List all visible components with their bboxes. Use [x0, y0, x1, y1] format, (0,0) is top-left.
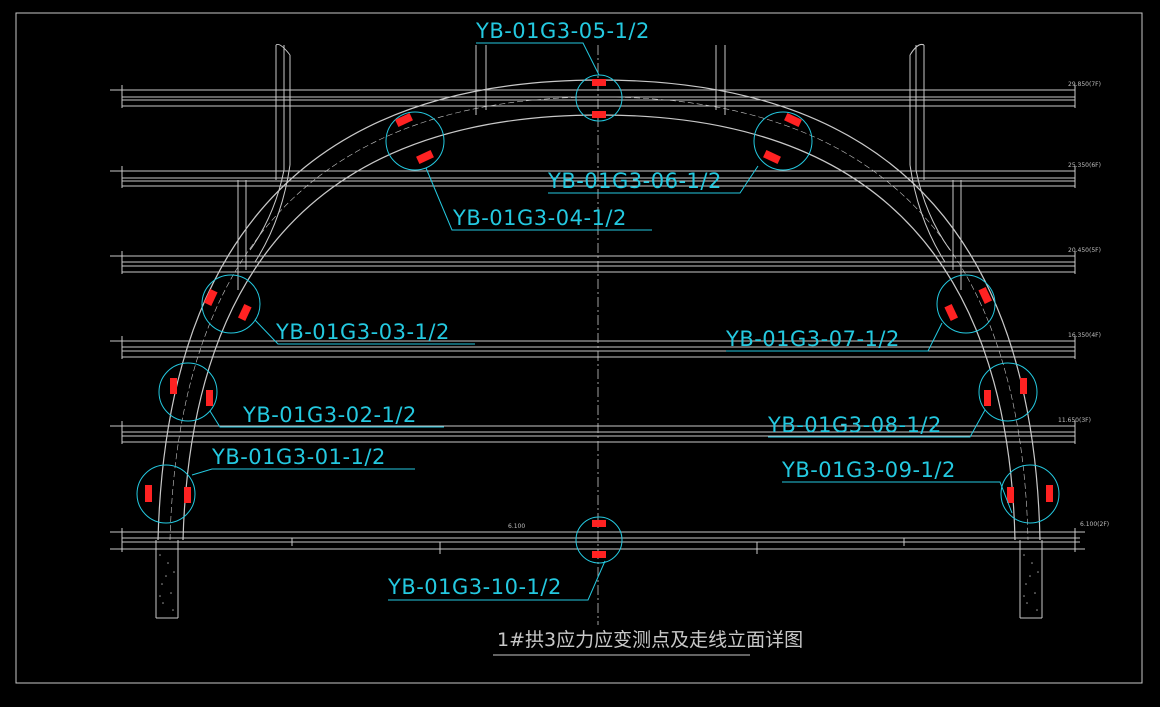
- strain-gauge-icon: [237, 303, 252, 321]
- strain-gauge-icon: [592, 520, 606, 527]
- callout-label-08: YB-01G3-08-1/2: [767, 413, 942, 437]
- measurement-points: [136, 74, 1060, 564]
- callout-label-06: YB-01G3-06-1/2: [547, 169, 722, 193]
- callout-label-09: YB-01G3-09-1/2: [781, 458, 956, 482]
- measurement-circle-icon[interactable]: [385, 111, 445, 171]
- strain-gauge-icon: [763, 149, 781, 165]
- strain-gauge-icon: [1007, 487, 1014, 503]
- strain-gauge-icon: [145, 485, 152, 502]
- strain-gauge-icon: [395, 112, 413, 128]
- drawing-title: 1#拱3应力应变测点及走线立面详图: [497, 629, 803, 651]
- callout-label-10: YB-01G3-10-1/2: [387, 575, 562, 599]
- strain-gauge-icon: [978, 286, 993, 304]
- measurement-circle-icon[interactable]: [936, 274, 996, 334]
- measurement-circle-icon[interactable]: [575, 516, 623, 564]
- measurement-circle-icon[interactable]: [1000, 464, 1060, 524]
- measurement-circle-icon[interactable]: [136, 464, 196, 524]
- elevation-label: 11.650(3F): [1058, 417, 1091, 424]
- measurement-circle-icon[interactable]: [753, 111, 813, 171]
- elevation-label: 6.100(2F): [1080, 521, 1109, 528]
- foundation-hatching: [159, 554, 1039, 611]
- callout-label-03: YB-01G3-03-1/2: [275, 320, 450, 344]
- strain-gauge-icon: [184, 487, 191, 503]
- strain-gauge-icon: [206, 390, 213, 406]
- strain-gauge-icon: [592, 111, 606, 118]
- strain-gauge-icon: [203, 288, 218, 306]
- measurement-circle-icon[interactable]: [158, 362, 218, 422]
- measurement-circle-icon[interactable]: [978, 362, 1038, 422]
- arch-foundations: [155, 540, 1043, 619]
- strain-gauge-icon: [784, 112, 802, 128]
- strain-gauge-icon: [944, 303, 959, 321]
- elevation-label: 25.350(6F): [1068, 162, 1101, 169]
- strain-gauge-icon: [1020, 378, 1027, 394]
- drawing-frame: [15, 12, 1143, 684]
- elevation-label: 29.850(7F): [1068, 81, 1101, 88]
- strain-gauge-icon: [1046, 485, 1053, 502]
- callout-label-02: YB-01G3-02-1/2: [242, 403, 417, 427]
- elevation-label: 20.450(5F): [1068, 247, 1101, 254]
- callout-label-04: YB-01G3-04-1/2: [452, 206, 627, 230]
- callout-labels: YB-01G3-05-1/2 YB-01G3-06-1/2 YB-01G3-04…: [211, 19, 956, 599]
- strain-gauge-icon: [592, 79, 606, 86]
- elevation-labels: 29.850(7F) 25.350(6F) 20.450(5F) 16.350(…: [508, 81, 1109, 530]
- strain-gauge-icon: [592, 551, 606, 558]
- callout-label-05: YB-01G3-05-1/2: [475, 19, 650, 43]
- callout-label-07: YB-01G3-07-1/2: [725, 327, 900, 351]
- callout-label-01: YB-01G3-01-1/2: [211, 445, 386, 469]
- elevation-label: 16.350(4F): [1068, 332, 1101, 339]
- leader-lines: [191, 42, 1013, 601]
- strain-gauge-icon: [170, 378, 177, 394]
- measurement-circle-icon[interactable]: [201, 274, 261, 334]
- strain-gauge-icon: [984, 390, 991, 406]
- elevation-label: 6.100: [508, 523, 525, 530]
- columns: [237, 44, 962, 290]
- floor-beams: [110, 85, 1085, 554]
- strain-gauge-icon: [416, 149, 434, 165]
